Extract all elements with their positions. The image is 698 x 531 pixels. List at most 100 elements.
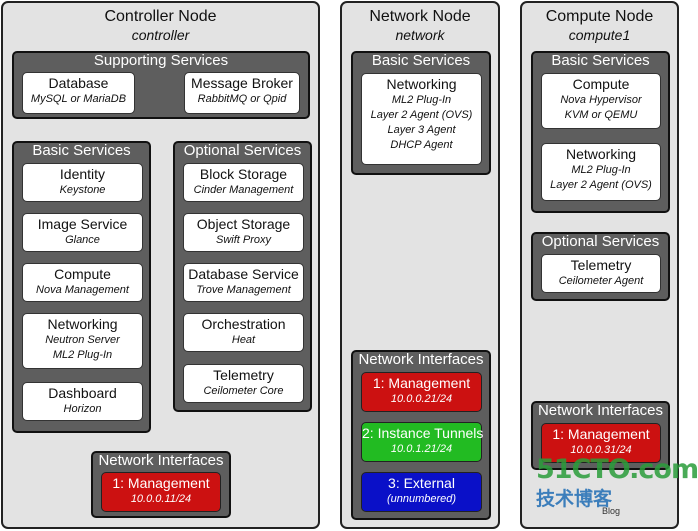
service-label: Object Storage: [196, 216, 291, 232]
service-telemetry: Telemetry Ceilometer Core: [183, 364, 304, 403]
group-title: Supporting Services: [93, 52, 229, 69]
group-title: Basic Services: [371, 52, 471, 69]
node-title: Controller Node: [104, 8, 217, 25]
watermark-logo: 51CTO.com 技术博客 Blog: [536, 454, 698, 524]
service-detail: MySQL or MariaDB: [30, 93, 127, 105]
network-interfaces-group: Network Interfaces 1: Management 10.0.0.…: [91, 451, 231, 518]
service-networking: Networking Neutron Server ML2 Plug-In: [22, 313, 143, 369]
service-label: Telemetry: [570, 257, 632, 273]
node-title: Network Node: [369, 8, 471, 25]
watermark-site: 51CTO.com: [536, 454, 698, 485]
interface-label: 2: Instance Tunnels: [362, 425, 484, 441]
watermark-caption: 技术博客: [536, 488, 613, 510]
service-label: Image Service: [37, 216, 128, 232]
service-label: Networking: [386, 76, 457, 92]
interface-management: 1: Management 10.0.0.21/24: [361, 372, 482, 412]
interface-address: (unnumbered): [386, 493, 457, 505]
service-object-storage: Object Storage Swift Proxy: [183, 213, 304, 252]
service-detail: Keystone: [59, 184, 106, 196]
basic-services-group: Basic Services Networking ML2 Plug-In La…: [351, 51, 491, 175]
interface-address: 10.0.0.31/24: [570, 444, 632, 456]
service-message-broker: Message Broker RabbitMQ or Qpid: [184, 72, 300, 114]
service-identity: Identity Keystone: [22, 163, 143, 202]
interface-external: 3: External (unnumbered): [361, 472, 482, 512]
service-detail: Layer 2 Agent (OVS): [550, 179, 652, 191]
group-title: Basic Services: [32, 142, 131, 159]
interface-management: 1: Management 10.0.0.11/24: [101, 472, 221, 512]
network-node: Network Node network Basic Services Netw…: [340, 1, 500, 529]
node-hostname: network: [395, 27, 445, 43]
service-orchestration: Orchestration Heat: [183, 313, 304, 352]
service-detail: ML2 Plug-In: [391, 94, 452, 106]
interface-address: 10.0.0.21/24: [390, 393, 453, 405]
interface-management: 1: Management 10.0.0.31/24: [541, 423, 661, 463]
service-detail: Nova Management: [36, 284, 129, 296]
interface-address: 10.0.0.11/24: [130, 493, 192, 505]
basic-services-group: Basic Services Compute Nova Hypervisor K…: [531, 51, 670, 213]
service-label: Compute: [54, 266, 111, 282]
service-detail: Glance: [65, 234, 100, 246]
interface-label: 3: External: [388, 475, 455, 491]
service-label: Orchestration: [201, 316, 286, 332]
service-detail: RabbitMQ or Qpid: [197, 93, 287, 105]
service-database-service: Database Service Trove Management: [183, 263, 304, 302]
service-networking: Networking ML2 Plug-In Layer 2 Agent (OV…: [361, 73, 482, 165]
interface-label: 1: Management: [112, 475, 210, 491]
group-title: Network Interfaces: [358, 351, 484, 368]
service-telemetry: Telemetry Ceilometer Agent: [541, 254, 661, 293]
node-hostname: compute1: [568, 27, 631, 43]
network-interfaces-group: Network Interfaces 1: Management 10.0.0.…: [531, 401, 670, 470]
service-detail: ML2 Plug-In: [571, 164, 631, 176]
service-label: Database: [48, 75, 109, 91]
watermark-blog: Blog: [602, 506, 621, 516]
basic-services-group: Basic Services Identity Keystone Image S…: [12, 141, 151, 433]
service-label: Networking: [565, 146, 637, 162]
interface-address: 10.0.1.21/24: [390, 443, 453, 455]
service-label: Dashboard: [48, 385, 117, 401]
service-detail: DHCP Agent: [390, 139, 453, 151]
service-label: Telemetry: [213, 367, 274, 383]
interface-instance-tunnels: 2: Instance Tunnels 10.0.1.21/24: [361, 422, 484, 462]
service-detail: Neutron Server: [45, 334, 120, 346]
optional-services-group: Optional Services Block Storage Cinder M…: [173, 141, 312, 412]
controller-node: Controller Node controller Supporting Se…: [1, 1, 320, 529]
service-label: Message Broker: [191, 75, 293, 91]
service-label: Identity: [59, 166, 106, 182]
service-detail: Swift Proxy: [215, 234, 271, 246]
service-label: Database Service: [188, 266, 299, 282]
service-detail: Heat: [231, 334, 256, 346]
group-title: Network Interfaces: [537, 402, 664, 419]
service-label: Compute: [572, 76, 630, 92]
service-detail: Layer 2 Agent (OVS): [370, 109, 473, 121]
service-detail: ML2 Plug-In: [52, 349, 113, 361]
service-detail: Layer 3 Agent: [387, 124, 456, 136]
service-detail: Ceilometer Core: [203, 385, 284, 397]
service-detail: Cinder Management: [193, 184, 294, 196]
node-title: Compute Node: [545, 8, 654, 25]
group-title: Optional Services: [183, 142, 302, 159]
interface-label: 1: Management: [372, 375, 471, 391]
service-compute: Compute Nova Hypervisor KVM or QEMU: [541, 73, 661, 129]
service-label: Networking: [47, 316, 118, 332]
service-image: Image Service Glance: [22, 213, 143, 252]
compute-node: Compute Node compute1 Basic Services Com…: [520, 1, 679, 529]
group-title: Basic Services: [551, 52, 650, 69]
service-compute: Compute Nova Management: [22, 263, 143, 302]
node-hostname: controller: [131, 27, 190, 43]
network-interfaces-group: Network Interfaces 1: Management 10.0.0.…: [351, 350, 491, 520]
service-detail: Ceilometer Agent: [558, 275, 644, 287]
service-block-storage: Block Storage Cinder Management: [183, 163, 304, 202]
service-label: Block Storage: [199, 166, 288, 182]
service-detail: Nova Hypervisor: [560, 94, 642, 106]
group-title: Optional Services: [541, 233, 660, 250]
service-database: Database MySQL or MariaDB: [22, 72, 135, 114]
optional-services-group: Optional Services Telemetry Ceilometer A…: [531, 232, 670, 301]
service-networking: Networking ML2 Plug-In Layer 2 Agent (OV…: [541, 143, 661, 201]
service-detail: KVM or QEMU: [564, 109, 638, 121]
group-title: Network Interfaces: [98, 452, 224, 469]
service-detail: Trove Management: [196, 284, 291, 296]
service-dashboard: Dashboard Horizon: [22, 382, 143, 421]
interface-label: 1: Management: [552, 426, 650, 442]
service-detail: Horizon: [63, 403, 102, 415]
supporting-services-group: Supporting Services Database MySQL or Ma…: [12, 51, 310, 119]
